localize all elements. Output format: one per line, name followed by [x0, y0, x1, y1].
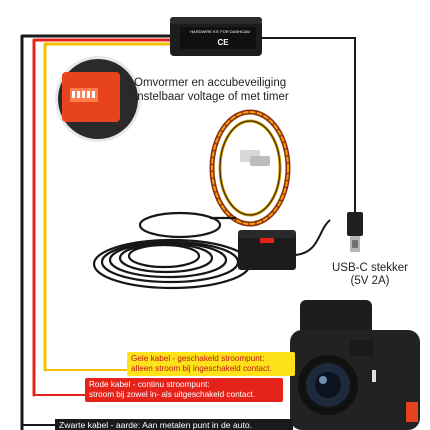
- wire-to-box: [295, 219, 331, 256]
- red-wire-line2: stroom bij zowel in- als uitgeschakeld c…: [89, 389, 256, 399]
- ce-mark: CE: [217, 38, 229, 47]
- fuse-tap-icon: [240, 150, 270, 166]
- usb-label-line1: USB-C stekker: [331, 262, 409, 274]
- converter-brand-text: HARDWIRE KIT FOR DASHCAM: [190, 29, 250, 34]
- usb-label: USB-C stekker (5V 2A): [330, 262, 410, 288]
- usb-cable: [260, 37, 356, 215]
- wire-bundle: [20, 34, 172, 430]
- usb-c-plug-icon: [347, 212, 363, 252]
- dashcam-icon: [290, 300, 420, 430]
- black-wire-line1: Zwarte kabel - aarde: Aan metalen punt i…: [59, 420, 253, 430]
- black-wire-banner: Zwarte kabel - aarde: Aan metalen punt i…: [55, 419, 293, 430]
- converter-label-line2: Instelbaar voltage of met timer: [134, 91, 289, 103]
- coiled-cable: [92, 211, 252, 290]
- red-wire-line1: Rode kabel - continu stroompunt:: [89, 380, 210, 389]
- converter-label-line1: Omvormer en accubeveiliging: [134, 77, 287, 89]
- secondary-converter-box-icon: [238, 230, 296, 270]
- converter-box-icon: [170, 17, 262, 56]
- usb-label-line2: (5V 2A): [350, 275, 390, 287]
- dip-switch-inset-icon: [55, 56, 141, 142]
- yellow-wire-banner: Gele kabel - geschakeld stroompunt: alle…: [127, 352, 295, 376]
- coiled-wire-loop: [209, 109, 291, 227]
- red-wire-banner: Rode kabel - continu stroompunt: stroom …: [85, 378, 283, 402]
- yellow-wire-line1: Gele kabel - geschakeld stroompunt:: [131, 354, 265, 363]
- yellow-wire-line2: alleen stroom bij ingeschakeld contact.: [131, 363, 272, 373]
